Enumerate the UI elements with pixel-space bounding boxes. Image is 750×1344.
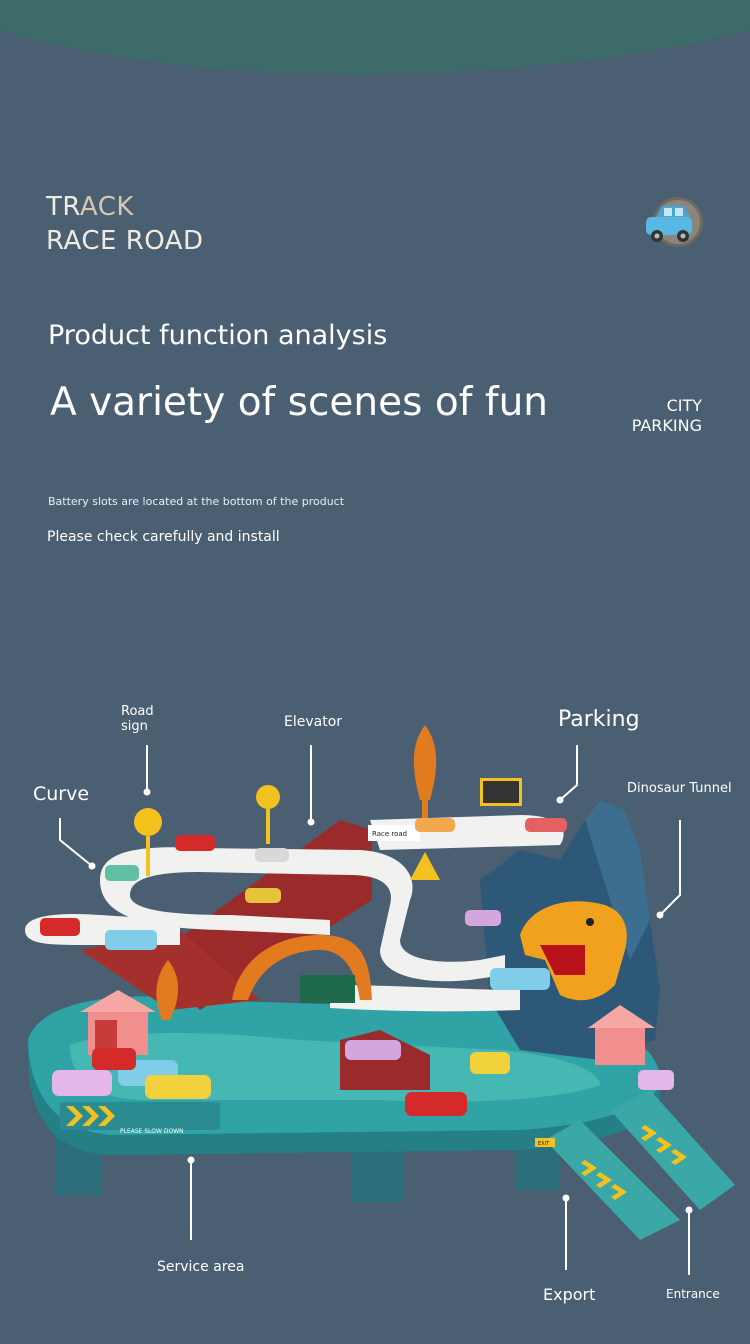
toy-car [255,848,289,862]
city-parking-tag: CITY PARKING [620,396,702,436]
middle-track [330,985,520,1012]
section-subtitle: A variety of scenes of fun [50,380,549,425]
brand-line-2: RACE ROAD [46,226,204,256]
city-tag-line-2: PARKING [631,416,702,435]
dinosaur-mouth [540,945,585,975]
toy-car [175,835,215,851]
callout-road-sign-line-2: sign [121,719,148,734]
pink-tollbooth [595,1025,645,1065]
exit-chevrons [581,1160,627,1200]
mountain-shade [585,800,650,960]
toy-car [525,818,567,832]
upper-track-loop [100,847,505,982]
tollbooth-roof [588,1005,655,1028]
toy-car [145,1075,211,1099]
warning-sign-icon [410,852,440,880]
install-note: Please check carefully and install [47,529,280,545]
toy-car [470,1052,510,1074]
callout-road-sign-line-1: Road [121,704,154,719]
toy-car [490,968,550,990]
callout-elevator: Elevator [284,714,343,730]
toy-car [105,865,139,881]
toy-car [638,1070,674,1090]
battery-note: Battery slots are located at the bottom … [48,495,345,508]
callout-export: Export [543,1285,596,1304]
dinosaur-eye [586,918,594,926]
entrance-ramp [610,1090,735,1210]
road-sign-pole [266,809,270,844]
race-track-product-illustration: PLEASE SLOW DOWN EXIT Race road [25,725,735,1275]
entrance-chevrons [641,1125,687,1165]
orange-tree [156,960,179,1020]
billboard-screen [483,781,519,803]
exit-sign [535,1138,555,1147]
toy-car [40,918,80,936]
callout-lines [59,745,693,1275]
toy-car [405,1092,467,1116]
road-sign-icon [134,808,162,836]
service-area-roof [80,990,156,1012]
slow-down-strip [60,1102,220,1130]
please-slow-down-text: PLEASE SLOW DOWN [120,1128,184,1135]
callout-road-sign: Road sign [121,704,154,734]
base-platform-rim [28,1040,660,1155]
race-road-sign [368,825,420,841]
toy-cars [40,818,674,1116]
callout-entrance: Entrance [666,1287,720,1301]
toy-car [415,818,455,832]
brand-title: TRACK RACE ROAD [46,190,204,258]
brand-line-1: TRACK [46,192,134,222]
section-title: Product function analysis [48,320,388,351]
toy-car [52,1070,112,1096]
dinosaur-callout-line [659,820,681,916]
parking-board [300,975,355,1003]
warning-chevrons-left [66,1106,115,1126]
parking-callout-line [559,745,578,801]
road-sign-pole [146,836,150,876]
orange-bridge [232,935,372,1000]
curve-callout-line [59,818,93,867]
orange-tree [413,725,437,800]
toy-car [245,888,281,903]
exit-sign-text: EXIT [538,1141,550,1147]
road-sign-icon [256,785,280,809]
blue-car-badge-icon [646,197,703,247]
tree-trunk [422,800,428,822]
callout-parking: Parking [558,707,640,732]
exit-ramp [545,1120,680,1240]
toy-car [465,910,501,926]
race-road-sign-text: Race road [372,830,407,838]
top-wave-band [0,0,750,74]
callout-curve: Curve [33,783,90,805]
toy-car [92,1048,136,1070]
city-tag-line-1: CITY [666,396,702,415]
toy-car [345,1040,401,1060]
vending-machine [95,1020,117,1050]
callout-service-area: Service area [157,1259,245,1275]
toy-car [105,930,157,950]
callout-dinosaur-tunnel: Dinosaur Tunnel [627,781,732,796]
